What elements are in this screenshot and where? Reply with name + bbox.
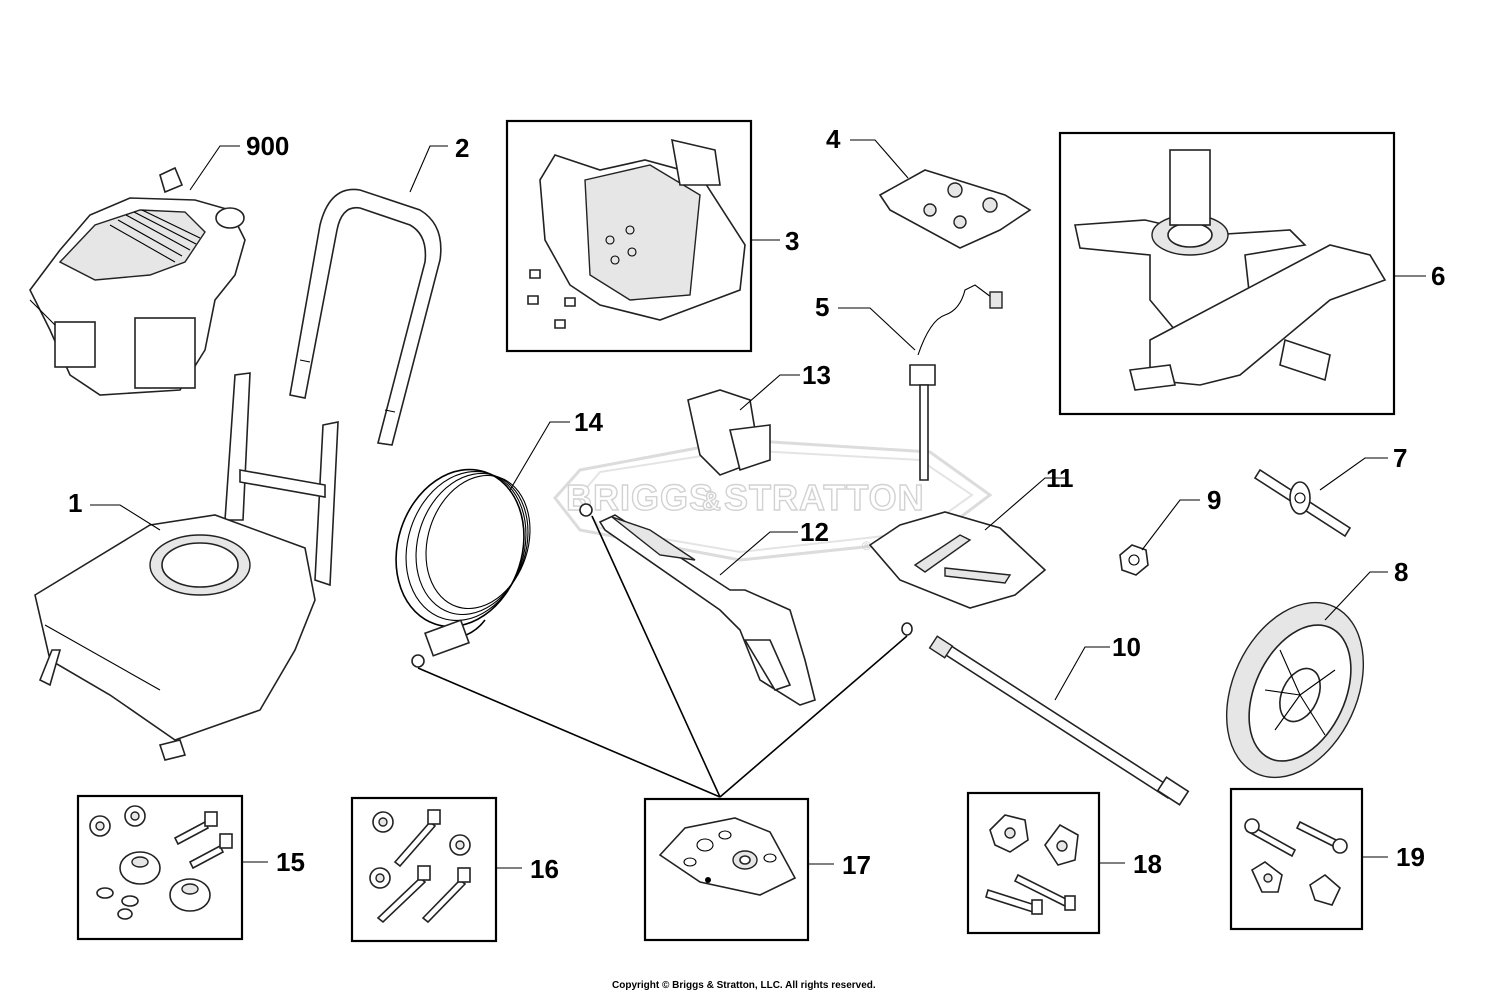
part-18-knob-kit <box>985 814 1079 915</box>
callout-18: 18 <box>1133 849 1162 879</box>
callout-3: 3 <box>785 226 799 256</box>
callout-10: 10 <box>1112 632 1141 662</box>
part-4-nozzle-kit <box>878 169 1032 249</box>
callout-9: 9 <box>1207 485 1221 515</box>
callout-box-19 <box>1229 787 1364 931</box>
leader-lines <box>90 139 1426 869</box>
callout-13: 13 <box>802 360 831 390</box>
callout-8: 8 <box>1394 557 1408 587</box>
callout-12: 12 <box>800 517 829 547</box>
part-1-frame <box>34 372 339 761</box>
callout-box-17 <box>643 797 810 942</box>
watermark-word-briggs: BRIGGS <box>566 477 714 518</box>
part-9-nut <box>1119 544 1149 576</box>
callout-7: 7 <box>1393 443 1407 473</box>
part-6-pump <box>1074 149 1387 391</box>
part-11-hardware-bag <box>868 511 1047 609</box>
callout-box-6 <box>1058 131 1396 416</box>
watermark-ampersand: & <box>702 486 722 516</box>
copyright-notice: Copyright © Briggs & Stratton, LLC. All … <box>612 980 876 991</box>
callout-1: 1 <box>68 488 82 518</box>
callout-11: 11 <box>1046 463 1074 493</box>
callout-4: 4 <box>826 124 841 154</box>
part-7-axle <box>1253 468 1352 538</box>
callout-17: 17 <box>842 850 871 880</box>
part-900-engine <box>29 166 246 396</box>
callout-6: 6 <box>1431 261 1445 291</box>
callout-16: 16 <box>530 854 559 884</box>
watermark-registered-mark: ® <box>862 539 871 553</box>
part-5-chemical-injection-tube <box>909 284 1003 481</box>
callout-900: 900 <box>246 131 289 161</box>
part-3-control-panel <box>527 138 746 329</box>
callout-2: 2 <box>455 133 469 163</box>
part-14-hose <box>395 468 593 668</box>
callout-box-15 <box>76 794 244 941</box>
part-12-spray-gun <box>598 514 816 706</box>
watermark-word-stratton: STRATTON <box>724 477 925 518</box>
part-13-nozzle-holder <box>687 389 771 476</box>
part-16-bolt-kit <box>369 809 471 924</box>
callout-14: 14 <box>574 407 603 437</box>
part-19-bolt-kit <box>1244 818 1348 906</box>
part-8-wheel <box>1225 601 1365 779</box>
briggs-stratton-watermark: BRIGGS & STRATTON ® <box>553 438 993 562</box>
part-15-mount-kit <box>89 805 233 920</box>
part-2-handle <box>289 188 442 446</box>
callout-5: 5 <box>815 292 829 322</box>
callout-19: 19 <box>1396 842 1425 872</box>
part-10-spray-lance <box>901 622 1190 806</box>
callout-box-3 <box>505 119 753 353</box>
callout-box-16 <box>350 796 498 943</box>
callout-15: 15 <box>276 847 305 877</box>
part-17-oring-kit <box>658 817 797 896</box>
